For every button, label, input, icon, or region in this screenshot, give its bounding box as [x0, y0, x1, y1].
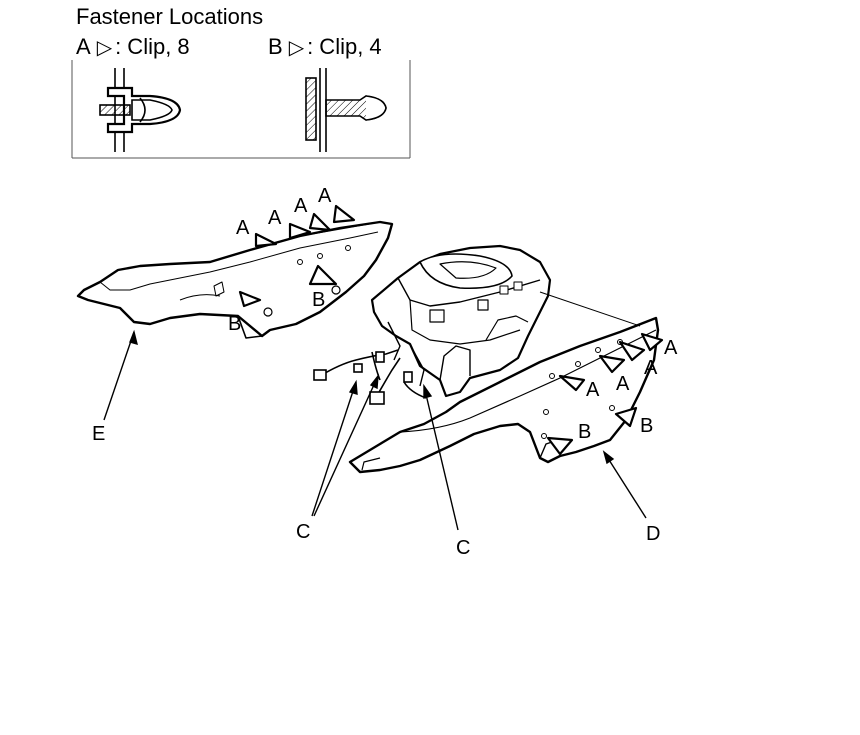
- clip-b-triangle-icon: ▷: [288, 37, 305, 59]
- clip-a-marker-icon: [598, 354, 626, 374]
- label-a: A: [586, 379, 600, 401]
- label-c: C: [296, 521, 310, 543]
- label-a: A: [616, 373, 630, 395]
- clip-b-marker-icon: [238, 290, 262, 308]
- label-d: D: [646, 523, 660, 545]
- clip-a-marker-icon: [558, 374, 586, 392]
- legend-b-text: : Clip, 4: [307, 34, 382, 59]
- label-a: A: [318, 185, 332, 207]
- clip-a-marker-icon: [640, 332, 664, 352]
- leader-lines: [103, 329, 647, 531]
- label-a: A: [268, 207, 282, 229]
- clip-a-marker-icon: [332, 204, 356, 224]
- reference-line: [539, 291, 641, 327]
- label-a: A: [664, 337, 678, 359]
- label-c: C: [456, 537, 470, 559]
- label-b: B: [312, 289, 325, 311]
- label-a: A: [236, 217, 250, 239]
- clip-a-marker-icon: [254, 232, 278, 248]
- legend-a-letter: A: [76, 34, 91, 59]
- wire-harness: [313, 349, 427, 405]
- legend-title: Fastener Locations: [76, 4, 264, 29]
- legend-clip-a: A▷: Clip, 8: [76, 34, 190, 59]
- legend-clip-b: B▷: Clip, 4: [268, 34, 382, 59]
- center-console: [370, 244, 552, 398]
- clip-a-marker-icon: [308, 212, 332, 232]
- label-b: B: [228, 313, 241, 335]
- clip-a-marker-icon: [618, 340, 646, 362]
- clip-b-illustration: [305, 68, 387, 152]
- label-b: B: [640, 415, 653, 437]
- clip-a-illustration: [99, 68, 182, 152]
- callout-labels: A A A A B B E C C D A A A A B B: [92, 185, 678, 559]
- label-b: B: [578, 421, 591, 443]
- legend-a-text: : Clip, 8: [115, 34, 190, 59]
- clip-b-marker-icon: [308, 264, 338, 286]
- legend-box: [71, 60, 411, 159]
- clip-a-marker-icon: [288, 222, 312, 240]
- clip-b-marker-icon: [546, 436, 574, 456]
- clip-a-triangle-icon: ▷: [96, 37, 113, 59]
- clip-markers: [238, 204, 664, 456]
- legend-b-letter: B: [268, 34, 283, 59]
- part-d-right-panel: [348, 316, 660, 474]
- label-a: A: [644, 357, 658, 379]
- clip-b-marker-icon: [614, 406, 638, 428]
- label-a: A: [294, 195, 308, 217]
- part-e-left-panel: [76, 220, 394, 339]
- label-e: E: [92, 423, 105, 445]
